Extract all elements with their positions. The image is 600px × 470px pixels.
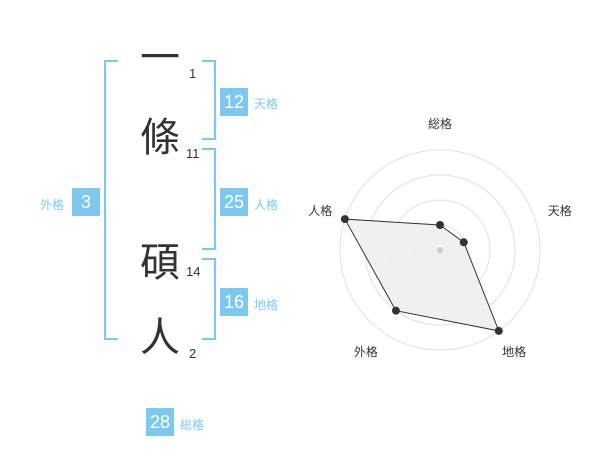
radar-axis-label-3: 地格	[502, 344, 526, 359]
stroke-count-1: 1	[189, 66, 197, 81]
stroke-count-3: 14	[186, 264, 201, 279]
soukaku-value-badge: 28	[146, 408, 174, 436]
radar-point-1	[436, 221, 444, 229]
jinkaku-bracket	[202, 148, 216, 250]
gaikaku-value-badge: 3	[72, 188, 100, 216]
chikaku-value-badge: 16	[220, 288, 248, 316]
jinkaku-value-badge: 25	[220, 188, 248, 216]
chikaku-label: 地格	[254, 298, 279, 312]
gaikaku-label: 外格	[40, 198, 65, 212]
soukaku-label: 総格	[180, 418, 205, 432]
radar-axis-label-1: 総格	[428, 116, 452, 131]
name-char-3: 碩	[140, 240, 180, 286]
chikaku-bracket	[202, 258, 216, 340]
tenkaku-bracket	[202, 60, 216, 140]
radar-area	[344, 218, 500, 332]
tenkaku-label: 天格	[254, 97, 279, 111]
jinkaku-label: 人格	[254, 198, 279, 212]
radar-axis-label-2: 天格	[548, 203, 572, 218]
radar-point-3	[494, 326, 503, 335]
radar-axis-label-5: 人格	[308, 203, 332, 218]
radar-point-2	[459, 238, 468, 247]
name-char-2: 條	[140, 115, 180, 161]
radar-point-4	[391, 306, 400, 315]
radar-axis-label-4: 外格	[354, 344, 378, 359]
name-char-4: 人	[140, 315, 180, 361]
name-char-1: 一	[140, 35, 180, 81]
radar-ring	[339, 149, 541, 351]
stroke-count-2: 11	[186, 146, 200, 161]
tenkaku-value-badge: 12	[220, 88, 248, 116]
stroke-count-4: 2	[189, 346, 197, 361]
radar-point-5	[340, 215, 349, 224]
gaikaku-bracket	[104, 60, 118, 340]
radar-center-dot	[437, 247, 443, 253]
